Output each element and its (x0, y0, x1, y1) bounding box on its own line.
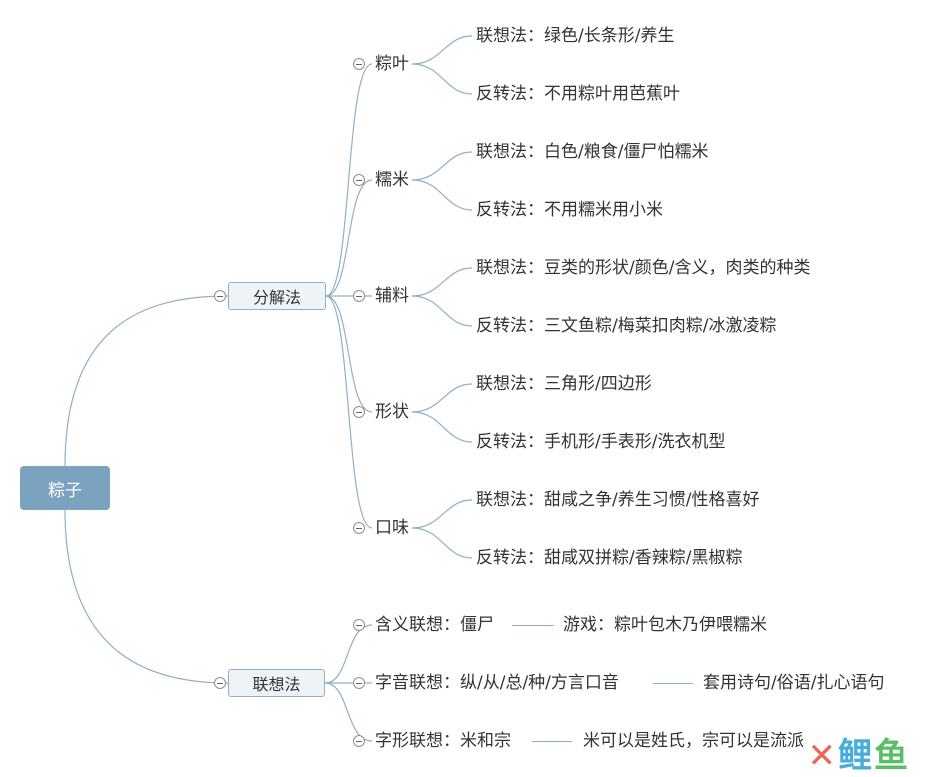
leaf-node[interactable]: 反转法：三文鱼粽/梅菜扣肉粽/冰激凌粽 (476, 316, 777, 336)
link-s2-l1 (411, 151, 473, 181)
leaf-node[interactable]: 联想法：白色/粮食/僵尸怕糯米 (476, 142, 709, 162)
leaf-node[interactable]: 反转法：不用糯米用小米 (476, 200, 663, 220)
link-root-branch-2 (64, 509, 229, 684)
link-b2-sub-1 (324, 624, 373, 684)
leaf-node[interactable]: 反转法：不用粽叶用芭蕉叶 (476, 84, 680, 104)
collapse-icon[interactable] (353, 290, 365, 302)
leaf-node[interactable]: 米可以是姓氏，宗可以是流派 (583, 731, 804, 751)
leaf-connector (512, 625, 554, 626)
branch-node[interactable]: 分解法 (228, 282, 326, 310)
link-b1-sub-5 (325, 295, 373, 529)
collapse-icon[interactable] (353, 735, 365, 747)
root-node[interactable]: 粽子 (20, 466, 110, 510)
leaf-connector (532, 741, 572, 742)
link-s5-l2 (411, 527, 473, 559)
leaf-connector (653, 683, 693, 684)
collapse-icon[interactable] (214, 290, 226, 302)
collapse-icon[interactable] (353, 174, 365, 186)
collapse-icon[interactable] (353, 522, 365, 534)
sub-node[interactable]: 含义联想：僵尸 (375, 615, 494, 635)
leaf-node[interactable]: 联想法：甜咸之争/养生习惯/性格喜好 (476, 490, 760, 510)
sub-node[interactable]: 糯米 (375, 170, 409, 190)
sub-node[interactable]: 粽叶 (375, 54, 409, 74)
branch-node[interactable]: 联想法 (228, 669, 325, 697)
link-b1-sub-4 (325, 295, 373, 413)
sub-node[interactable]: 口味 (375, 518, 409, 538)
collapse-icon[interactable] (214, 677, 226, 689)
collapse-icon[interactable] (353, 677, 365, 689)
link-b2-sub-3 (324, 682, 373, 742)
link-b1-sub-1 (325, 63, 373, 297)
leaf-node[interactable]: 反转法：手机形/手表形/洗衣机型 (476, 432, 726, 452)
leaf-node[interactable]: 联想法：三角形/四边形 (476, 374, 652, 394)
link-s4-l2 (411, 411, 473, 443)
leaf-node[interactable]: 游戏：粽叶包木乃伊喂糯米 (563, 615, 767, 635)
link-b1-sub-2 (325, 179, 373, 297)
sub-node[interactable]: 形状 (375, 402, 409, 422)
collapse-icon[interactable] (353, 619, 365, 631)
leaf-node[interactable]: 套用诗句/俗语/扎心语句 (703, 673, 885, 693)
sub-node[interactable]: 字形联想：米和宗 (375, 731, 511, 751)
sub-node[interactable]: 辅料 (375, 286, 409, 306)
link-s3-l2 (411, 295, 473, 327)
link-root-branch-1 (64, 295, 229, 467)
link-s5-l1 (411, 499, 473, 529)
leaf-node[interactable]: 联想法：豆类的形状/颜色/含义，肉类的种类 (476, 258, 811, 278)
sub-node[interactable]: 字音联想：纵/从/总/种/方言口音 (375, 673, 619, 693)
link-s1-l1 (411, 35, 473, 65)
collapse-icon[interactable] (353, 406, 365, 418)
leaf-node[interactable]: 联想法：绿色/长条形/养生 (476, 26, 675, 46)
link-s1-l2 (411, 63, 473, 95)
link-s2-l2 (411, 179, 473, 211)
link-s4-l1 (411, 383, 473, 413)
link-s3-l1 (411, 267, 473, 297)
watermark-logo: ✕鲤鱼 (807, 736, 910, 776)
collapse-icon[interactable] (353, 58, 365, 70)
leaf-node[interactable]: 反转法：甜咸双拼粽/香辣粽/黑椒粽 (476, 548, 743, 568)
